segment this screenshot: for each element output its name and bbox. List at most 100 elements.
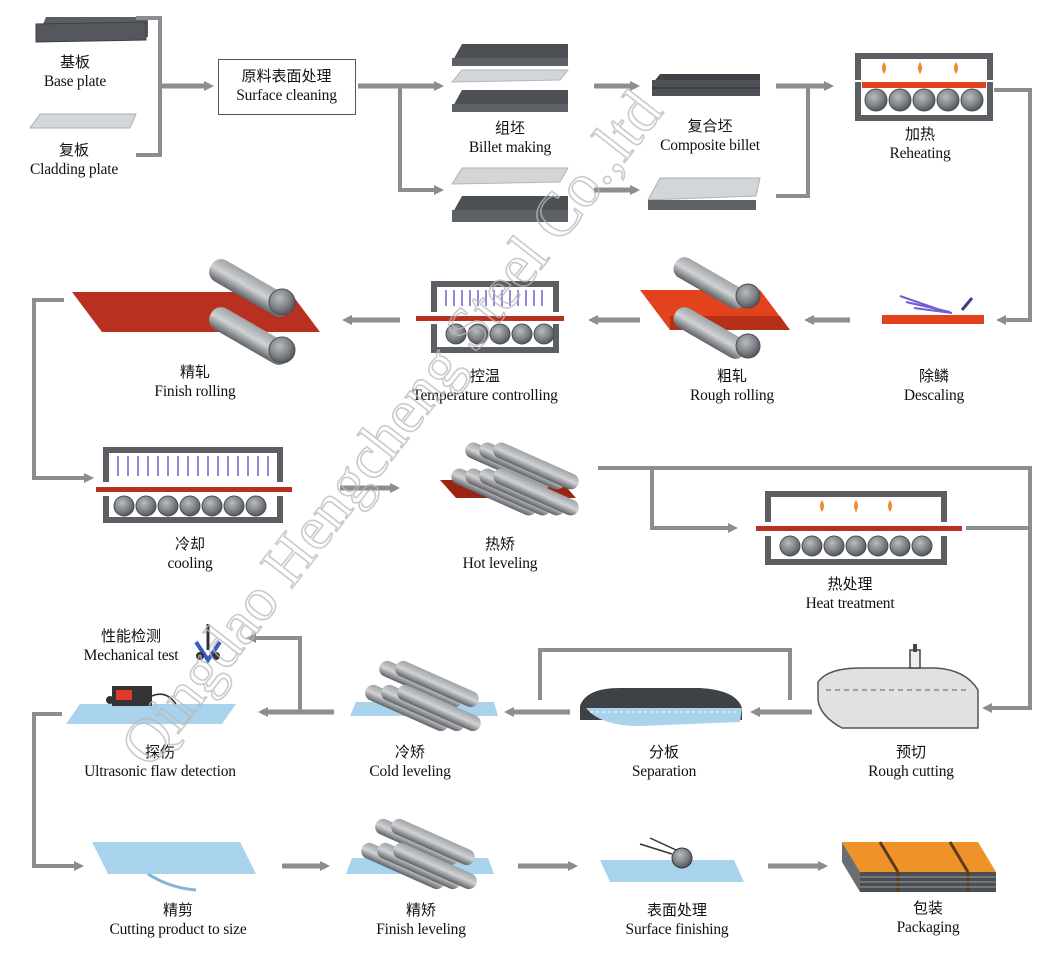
cooling-zh: 冷却 [174, 535, 205, 553]
connector [538, 648, 792, 700]
rough-rolling-en: Rough rolling [690, 387, 774, 404]
cutting-to-size-zh: 精剪 [162, 901, 193, 919]
heat-treatment-label: 热处理 Heat treatment [780, 574, 920, 614]
rough-rolling-label: 粗轧 Rough rolling [664, 366, 800, 406]
heat-treatment-en: Heat treatment [805, 595, 895, 612]
base-plate-en: Base plate [43, 73, 107, 90]
arrow [650, 468, 738, 533]
separation-icon [580, 688, 742, 726]
packaging-en: Packaging [896, 919, 960, 936]
billet-stack-alt-icon [451, 167, 569, 222]
arrow [246, 633, 302, 712]
cold-leveling-label: 冷矫 Cold leveling [350, 742, 470, 782]
cold-leveling-zh: 冷矫 [394, 743, 425, 761]
heat-treatment-furnace-icon [756, 491, 962, 565]
packaging-zh: 包装 [912, 899, 943, 917]
billet-making-en: Billet making [468, 139, 552, 156]
connector [776, 86, 810, 198]
rough-cutting-icon [817, 644, 979, 729]
base-plate-zh: 基板 [59, 53, 90, 71]
temperature-controlling-zh: 控温 [469, 367, 500, 385]
separation-en: Separation [631, 763, 697, 780]
flaw-detection-label: 探伤 Ultrasonic flaw detection [60, 742, 260, 782]
arrow [398, 86, 444, 195]
arrow [32, 298, 94, 483]
separation-zh: 分板 [648, 743, 679, 761]
hot-leveling-label: 热矫 Hot leveling [440, 534, 560, 574]
surface-cleaning-en: Surface cleaning [236, 87, 337, 104]
temperature-controlling-label: 控温 Temperature controlling [390, 366, 580, 406]
packaging-label: 包装 Packaging [868, 898, 988, 938]
water-spray-icon [899, 295, 953, 314]
rough-rolling-zh: 粗轧 [716, 367, 747, 385]
rough-cutting-zh: 预切 [895, 743, 926, 761]
arrow [598, 466, 1032, 713]
finish-rolling-label: 精轧 Finish rolling [130, 362, 260, 402]
cutting-to-size-label: 精剪 Cutting product to size [86, 900, 270, 940]
finish-rolling-zh: 精轧 [179, 363, 210, 381]
arrow [994, 88, 1032, 325]
descaling-label: 除鳞 Descaling [884, 366, 984, 406]
arrow [32, 712, 84, 871]
temperature-controlling-en: Temperature controlling [412, 387, 558, 404]
surface-finishing-zh: 表面处理 [646, 901, 707, 919]
billet-stack-icon [450, 44, 570, 112]
billet-making-label: 组坯 Billet making [450, 118, 570, 158]
finish-leveling-label: 精矫 Finish leveling [356, 900, 486, 940]
billet-making-zh: 组坯 [494, 119, 525, 137]
cooling-chamber-icon [96, 447, 292, 523]
mechanical-test-en: Mechanical test [83, 647, 179, 664]
mechanical-test-zh: 性能检测 [100, 627, 161, 645]
cladding-plate-zh: 复板 [58, 141, 89, 159]
rough-cutting-label: 预切 Rough cutting [846, 742, 976, 782]
hot-leveling-zh: 热矫 [484, 535, 515, 553]
flame-icon [882, 62, 958, 74]
hot-leveler-icon [440, 442, 579, 516]
cold-leveling-en: Cold leveling [369, 763, 451, 780]
cutting-to-size-icon [92, 842, 256, 892]
surface-finishing-en: Surface finishing [625, 921, 729, 938]
flaw-detection-en: Ultrasonic flaw detection [84, 763, 236, 780]
composite-billet-alt-icon [647, 177, 761, 210]
composite-billet-label: 复合坯 Composite billet [640, 116, 780, 156]
rough-rolling-mill-icon [640, 257, 790, 359]
cooling-en: cooling [167, 555, 213, 572]
reheating-furnace-icon [855, 53, 993, 121]
composite-billet-zh: 复合坯 [687, 117, 733, 135]
cutting-to-size-en: Cutting product to size [109, 921, 247, 938]
mechanical-test-icon [194, 624, 222, 664]
surface-cleaning-label: 原料表面处理 Surface cleaning [219, 60, 354, 106]
base-plate-icon [35, 17, 148, 43]
finish-leveler-icon [346, 818, 494, 890]
rough-cutting-en: Rough cutting [868, 763, 954, 780]
finish-rolling-en: Finish rolling [154, 383, 236, 400]
surface-finishing-icon [600, 837, 744, 882]
descaling-icon [882, 295, 984, 324]
hot-leveling-en: Hot leveling [462, 555, 538, 572]
descaling-en: Descaling [903, 387, 965, 404]
base-plate-label: 基板 Base plate [30, 52, 120, 92]
surface-cleaning-box: 原料表面处理 Surface cleaning [218, 59, 356, 115]
cladding-plate-icon [29, 113, 137, 129]
flaw-detection-icon [66, 686, 236, 724]
finish-leveling-en: Finish leveling [376, 921, 466, 938]
finish-leveling-zh: 精矫 [405, 901, 436, 919]
mechanical-test-label: 性能检测 Mechanical test [66, 626, 196, 666]
surface-finishing-label: 表面处理 Surface finishing [604, 900, 750, 940]
reheating-en: Reheating [889, 145, 951, 162]
flame-icon [820, 500, 892, 512]
packaging-icon [842, 841, 996, 892]
reheating-label: 加热 Reheating [870, 124, 970, 164]
temperature-control-chamber-icon [416, 281, 564, 353]
finish-rolling-mill-icon [72, 259, 320, 365]
cladding-plate-label: 复板 Cladding plate [14, 140, 134, 180]
composite-billet-en: Composite billet [660, 137, 760, 154]
flaw-detection-zh: 探伤 [144, 743, 175, 761]
cladding-plate-en: Cladding plate [29, 161, 119, 178]
separation-label: 分板 Separation [604, 742, 724, 782]
composite-billet-icon [652, 74, 760, 96]
surface-cleaning-zh: 原料表面处理 [241, 67, 332, 85]
descaling-zh: 除鳞 [918, 367, 949, 385]
heat-treatment-zh: 热处理 [827, 575, 873, 593]
